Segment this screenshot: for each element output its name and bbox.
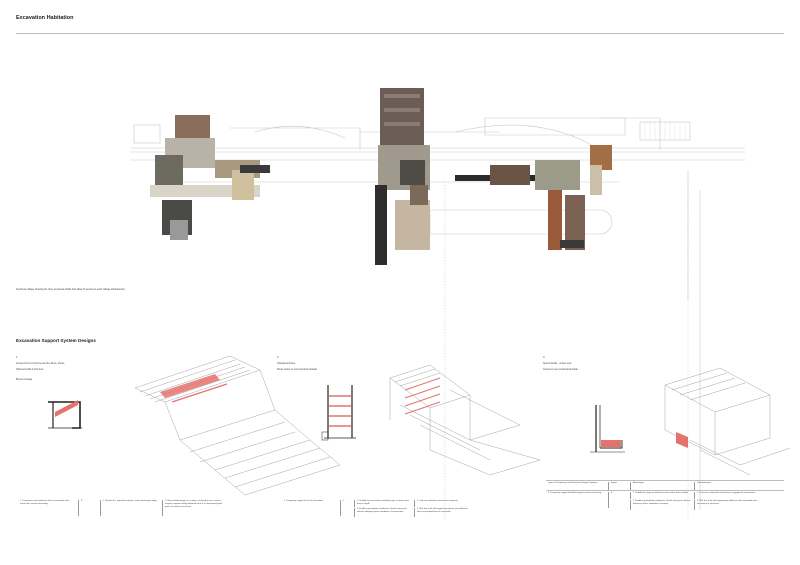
table-1-advantages: 1. Variant of it, somewhat shapes; same …: [100, 500, 158, 516]
table-3-top-rule: [546, 480, 784, 481]
table-3-disadvantage-2: 2. Wall has to be self-supporting in dif…: [694, 500, 758, 510]
table-3-header-rule: [546, 490, 784, 491]
design-1-line1: Access brunt of ventrine and the Durie, …: [16, 362, 65, 365]
design-3-line1: Sports facility - cricket nets: [543, 362, 572, 365]
page-title: Excavation Habitation: [16, 15, 74, 21]
table-2-description: 1. Temporary support for first 4 excavat…: [284, 500, 323, 502]
table-2-figure: 1.: [340, 500, 352, 516]
table-3-figure: 8.: [608, 492, 628, 508]
table-3-disadvantage-1: 1. Struts are restrained constructions; …: [694, 492, 758, 499]
design-3-axonometric: [664, 367, 791, 476]
table-1-disadvantages: 1. Minor disadvantages as in apex; excep…: [162, 500, 226, 516]
design-1-line2: Hammersmith & City lines: [16, 368, 44, 371]
header-rule: [16, 33, 784, 34]
collage-caption: Sectional collage showing the three prop…: [16, 288, 125, 291]
table-2-advantage-2: 2. Enables groundwater problems to break…: [354, 508, 410, 517]
table-3-header-disadvantages: Disadvantages: [694, 482, 758, 490]
design-1-number: 1.: [16, 356, 19, 359]
table-3-description: 3. Temporary support identified against …: [548, 492, 602, 494]
table-3-advantage-1: 1. Suitable for large excavations in pla…: [630, 492, 692, 499]
table-3-advantage-2: 2. Enables groundwater problems to break…: [630, 500, 692, 510]
table-2-disadvantage-1: 1. Only one sidewise construction catego…: [414, 500, 470, 507]
design-2-section: [321, 385, 356, 441]
design-2-line2: Route share to new Crossrail archade: [277, 368, 318, 371]
table-2-disadvantage-2: 2. Wall has to be self-supporting agains…: [414, 508, 470, 517]
table-2-advantage-1: 1. Suitable for excavations relatively l…: [354, 500, 410, 507]
design-3-line2: Access to new Crossrail archade: [543, 368, 578, 371]
table-1-figure: 3.: [78, 500, 98, 516]
design-1-axonometric: [134, 355, 341, 496]
design-2-line1: Hospital archives: [277, 362, 296, 365]
design-2-axonometric: [389, 364, 541, 476]
design-1-section: [48, 400, 82, 429]
design-1-line3: Bicycle storage: [16, 378, 33, 381]
table-3-header-figure: Figure: [608, 482, 628, 490]
table-1-description: 1. Permanent and continuous form of exca…: [20, 500, 69, 505]
table-3-header-type: Types of Temporary and Permanent Support…: [548, 482, 598, 484]
table-3-header-advantages: Advantages: [630, 482, 692, 490]
design-2-number: 2.: [277, 356, 280, 359]
design-3-section: [590, 405, 625, 453]
design-3-number: 3.: [543, 356, 546, 359]
support-section-title: Excavation Support System Designs: [16, 338, 96, 343]
